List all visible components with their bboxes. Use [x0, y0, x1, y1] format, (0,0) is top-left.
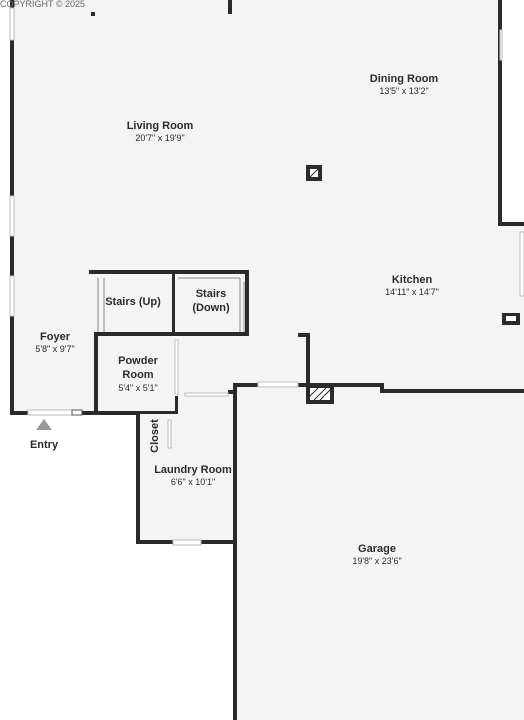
garage-dims: 19'8" x 23'6"	[352, 556, 401, 566]
stairs-up-label: Stairs (Up)	[105, 296, 161, 308]
kitchen-marker-inner	[506, 316, 516, 321]
dining-room-dims: 13'5" x 13'2"	[379, 86, 428, 96]
entry-door	[27, 409, 73, 416]
interior-walls	[89, 0, 310, 414]
laundry-room-name: Laundry Room	[154, 464, 232, 476]
powder-room-name-line1: Powder	[118, 355, 158, 367]
laundry-room-dims: 6'6" x 10'1"	[171, 477, 215, 487]
garage-name: Garage	[358, 543, 396, 555]
dining-room-name: Dining Room	[370, 73, 439, 85]
stairs-down-label-line1: Stairs	[196, 288, 227, 300]
powder-room-dims: 5'4" x 5'1"	[118, 383, 157, 393]
closet-label: Closet	[149, 419, 161, 453]
powder-room-name-line2: Room	[122, 369, 153, 381]
kitchen-dims: 14'11" x 14'7"	[385, 287, 439, 297]
living-room-name: Living Room	[127, 120, 194, 132]
copyright-text: COPYRIGHT © 2025	[0, 0, 85, 9]
foyer-dims: 5'8" x 9'7"	[35, 344, 74, 354]
entry-threshold	[71, 409, 83, 416]
column-marker-hatch	[309, 168, 319, 178]
windows	[9, 7, 524, 546]
stairs-down-treads	[178, 277, 245, 332]
kitchen-name: Kitchen	[392, 274, 433, 286]
stairs-up-treads	[97, 278, 105, 332]
living-room-dims: 20'7" x 19'9"	[135, 133, 184, 143]
fireplace-vent-hatch	[309, 387, 331, 401]
entry-label: Entry	[30, 439, 59, 451]
entry-arrow-icon	[36, 419, 52, 430]
stairs-down-label-line2: (Down)	[192, 302, 230, 314]
foyer-name: Foyer	[40, 331, 71, 343]
floor-area	[12, 0, 524, 720]
